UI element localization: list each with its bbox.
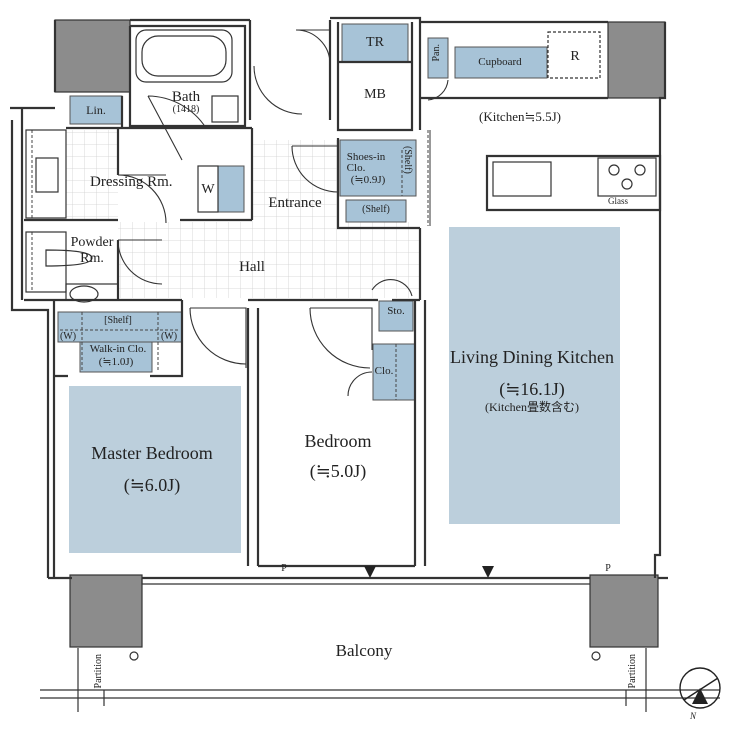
tr-area [341, 23, 409, 63]
kitchen-label: (Kitchen≒5.5J) [478, 109, 562, 124]
ldk-size: (≒16.1J) [499, 379, 565, 399]
shoes-closet-label: Shoes-in [346, 151, 386, 163]
walkin-closet-area [79, 341, 153, 373]
refrigerator-label: R [570, 49, 580, 64]
p-mark-2: P [605, 563, 611, 574]
balcony-label: Balcony [335, 641, 393, 660]
dressing-floor [66, 130, 118, 220]
ldk-label: Living Dining Kitchen [450, 347, 614, 367]
hall-label: Hall [239, 259, 265, 275]
dressing-shelf-area [217, 165, 245, 213]
master-bedroom-size: (≒6.0J) [123, 475, 181, 495]
bath-label: Bath [171, 89, 201, 105]
mb-label: MB [364, 87, 386, 102]
closet-area [372, 343, 416, 401]
pantry-label: Pan. [431, 44, 442, 62]
column-top-right [607, 21, 666, 99]
glass-label: Glass [608, 196, 628, 206]
shoes-shelf-horizontal: (Shelf) [362, 204, 390, 215]
shoes-closet-area [339, 139, 417, 197]
column-bottom-left [69, 574, 143, 648]
walkin-closet-size: (≒1.0J) [98, 356, 134, 368]
column-top-left [54, 19, 131, 93]
powder-room-label: Powder [70, 235, 114, 250]
bath-size-label: (1418) [172, 104, 200, 115]
bedroom-size: (≒5.0J) [309, 461, 367, 481]
linen-label: Lin. [86, 103, 106, 117]
pantry-area [427, 37, 449, 79]
ldk-note: (Kitchen畳数含む) [485, 400, 579, 414]
p-mark-1: P [281, 563, 287, 574]
bedroom-label: Bedroom [304, 431, 372, 451]
window-marker-1 [364, 566, 376, 578]
cupboard-label: Cupboard [478, 56, 522, 68]
walkin-shelf-label: [Shelf] [104, 315, 132, 326]
powder-room-label-2: Rm. [80, 251, 104, 266]
shoes-closet-size: (≒0.9J) [350, 174, 386, 186]
linen-area [69, 95, 123, 125]
master-bedroom-area [69, 386, 241, 553]
walkin-w-right: (W) [160, 331, 178, 342]
entrance-floor [252, 140, 338, 222]
tr-label: TR [366, 35, 384, 50]
walkin-w-left: (W) [59, 331, 77, 342]
walkin-closet-label: Walk-in Clo. [89, 343, 147, 355]
hall-floor [118, 222, 420, 298]
compass-label: N [690, 711, 697, 721]
dressing-w-label: W [201, 182, 215, 197]
shoes-closet-label-2: Clo. [346, 162, 366, 174]
compass-icon [679, 667, 721, 709]
closet-label: Clo. [374, 365, 394, 377]
column-bottom-right [589, 574, 659, 648]
window-marker-2 [482, 566, 494, 578]
storage-label: Sto. [387, 305, 405, 317]
dressing-room-label: Dressing Rm. [90, 174, 173, 190]
ldk-area [449, 227, 620, 524]
shoes-shelf-area [345, 199, 407, 223]
master-bedroom-label: Master Bedroom [91, 443, 213, 463]
cupboard-area [454, 46, 548, 79]
shoes-shelf-vertical: (Shelf) [402, 146, 413, 174]
partition-right-label: Partition [627, 654, 638, 689]
entrance-label: Entrance [268, 195, 322, 211]
partition-left-label: Partition [93, 654, 104, 689]
